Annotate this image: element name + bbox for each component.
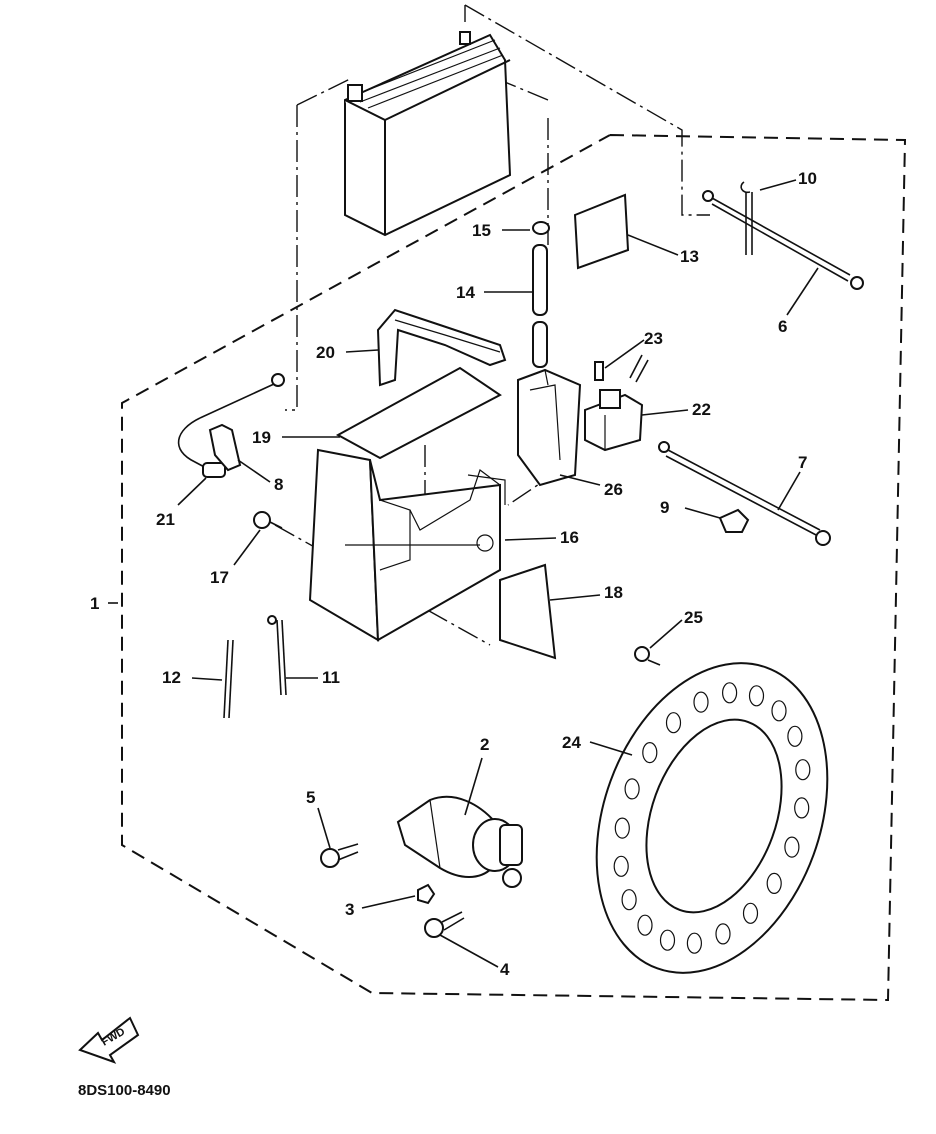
- lead-7: [658, 441, 831, 546]
- callouts: 1 2 3 4 5 6 7 8 9 10 11 12 13 14 15 16 1…: [90, 169, 817, 979]
- clamp-9: [718, 508, 750, 533]
- bolt-25: [634, 646, 661, 666]
- bolt-17: [253, 511, 283, 529]
- callout-10: 10: [798, 169, 817, 188]
- disc-hole: [659, 929, 676, 951]
- disc-hole: [787, 725, 803, 747]
- relay-holder: [517, 368, 582, 487]
- callout-7: 7: [798, 453, 807, 472]
- disc-hole: [748, 685, 765, 707]
- disc-hole: [637, 914, 653, 936]
- label-plate: [573, 193, 630, 270]
- callout-14: 14: [456, 283, 475, 302]
- callout-23: 23: [644, 329, 663, 348]
- disc-hole: [624, 778, 640, 800]
- drawing-code: 8DS100-8490: [78, 1082, 171, 1099]
- disc-hole: [642, 741, 658, 764]
- callout-6: 6: [778, 317, 787, 336]
- callout-3: 3: [345, 900, 354, 919]
- disc-hole: [614, 817, 630, 839]
- lead-6: [702, 190, 864, 290]
- callout-16: 16: [560, 528, 579, 547]
- callout-25: 25: [684, 608, 703, 627]
- disc-hole: [621, 889, 637, 911]
- callout-19: 19: [252, 428, 271, 447]
- disc-hole: [686, 932, 703, 954]
- battery-band: [376, 308, 507, 387]
- disc-hole: [771, 700, 787, 722]
- lead-21: [177, 373, 285, 478]
- callout-2: 2: [480, 735, 489, 754]
- callout-22: 22: [692, 400, 711, 419]
- callout-12: 12: [162, 668, 181, 687]
- ties: [223, 615, 287, 719]
- nut-3: [417, 883, 436, 905]
- disc-hole: [693, 691, 709, 713]
- disc-hole: [665, 712, 682, 734]
- disc-hole: [795, 759, 811, 781]
- fuse: [594, 354, 649, 383]
- cover-sheet: [499, 563, 557, 660]
- callout-24: 24: [562, 733, 581, 752]
- callout-18: 18: [604, 583, 623, 602]
- bracket-10: [740, 181, 753, 255]
- disc-hole: [742, 902, 759, 924]
- rubber-sheet: [335, 366, 502, 460]
- disc-hole: [784, 836, 800, 858]
- brake-disc: [595, 662, 829, 974]
- battery-box: [308, 448, 506, 642]
- bolt-4: [424, 911, 465, 938]
- bracket-8: [208, 423, 242, 472]
- callout-4: 4: [500, 960, 510, 979]
- callout-26: 26: [604, 480, 623, 499]
- callout-21: 21: [156, 510, 175, 529]
- disc-hole: [715, 923, 731, 945]
- callout-11: 11: [322, 668, 340, 687]
- kit-boundary: [121, 134, 907, 1002]
- callout-1: 1: [90, 594, 99, 613]
- bolt-5: [320, 843, 359, 868]
- starter-motor: [396, 795, 523, 888]
- starter-relay: [584, 389, 644, 452]
- disc-hole: [766, 872, 782, 895]
- disc-hole: [794, 797, 810, 819]
- disc-hole: [613, 855, 629, 877]
- fwd-arrow-icon: FWD: [78, 1016, 140, 1064]
- battery: [344, 31, 512, 237]
- breather-pipe: [532, 221, 550, 368]
- callout-13: 13: [680, 247, 699, 266]
- callout-15: 15: [472, 221, 491, 240]
- leader-lines: [108, 179, 819, 968]
- callout-20: 20: [316, 343, 335, 362]
- callout-9: 9: [660, 498, 669, 517]
- disc-hole: [721, 682, 738, 704]
- callout-17: 17: [210, 568, 229, 587]
- callout-5: 5: [306, 788, 315, 807]
- callout-8: 8: [274, 475, 283, 494]
